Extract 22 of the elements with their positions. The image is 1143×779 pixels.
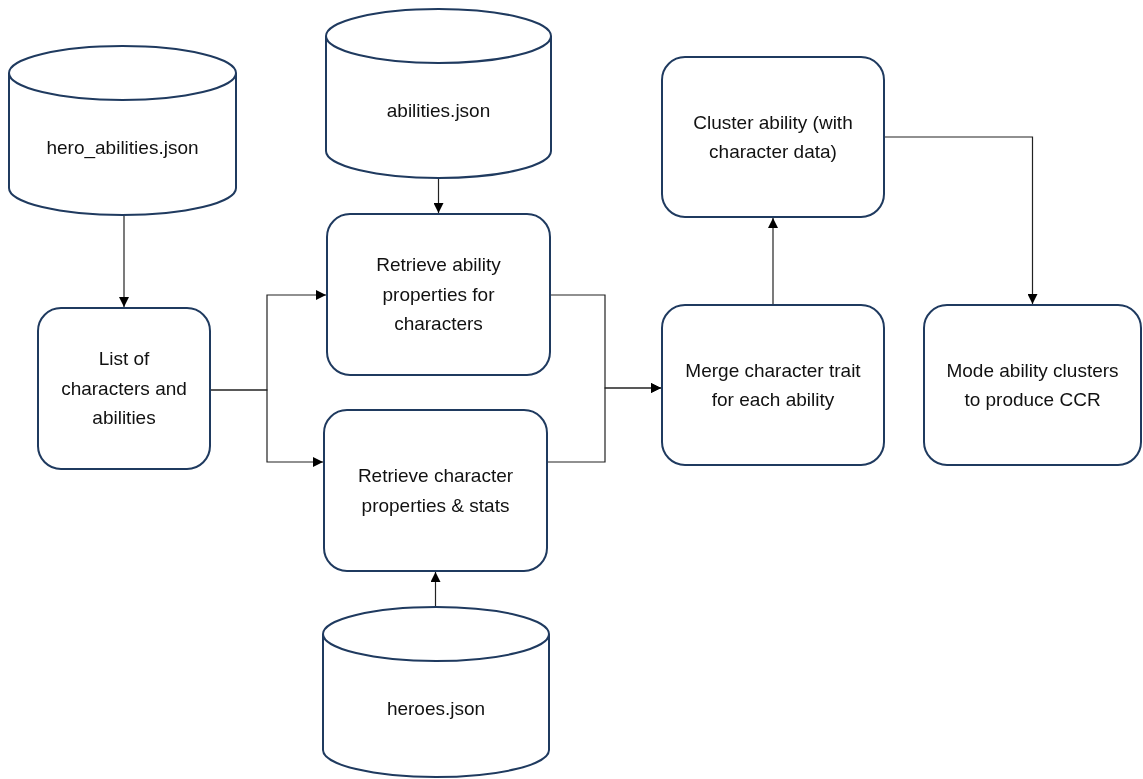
arrow xyxy=(547,383,662,463)
arrow xyxy=(768,217,778,305)
process-box xyxy=(323,409,548,572)
process-box xyxy=(37,307,211,470)
process-label: List of characters and abilities xyxy=(60,347,188,431)
process-box xyxy=(326,213,551,376)
arrow xyxy=(433,178,444,214)
process-label: Mode ability clusters to produce CCR xyxy=(945,358,1120,412)
process-label: Cluster ability (with character data) xyxy=(692,110,854,164)
arrow xyxy=(430,571,441,607)
process-box xyxy=(661,56,885,218)
file-name: abilities.json xyxy=(386,98,491,123)
file-name: hero_abilities.json xyxy=(46,135,199,161)
arrow xyxy=(884,136,1038,305)
arrow xyxy=(119,215,129,308)
arrow xyxy=(210,389,324,467)
process-label: Merge character trait for each ability xyxy=(684,358,862,412)
file-name: heroes.json xyxy=(386,697,486,722)
process-box xyxy=(661,304,885,466)
process-label: Retrieve character properties & stats xyxy=(356,464,515,518)
process-label: Retrieve ability properties for characters xyxy=(375,253,502,337)
process-box xyxy=(923,304,1142,466)
